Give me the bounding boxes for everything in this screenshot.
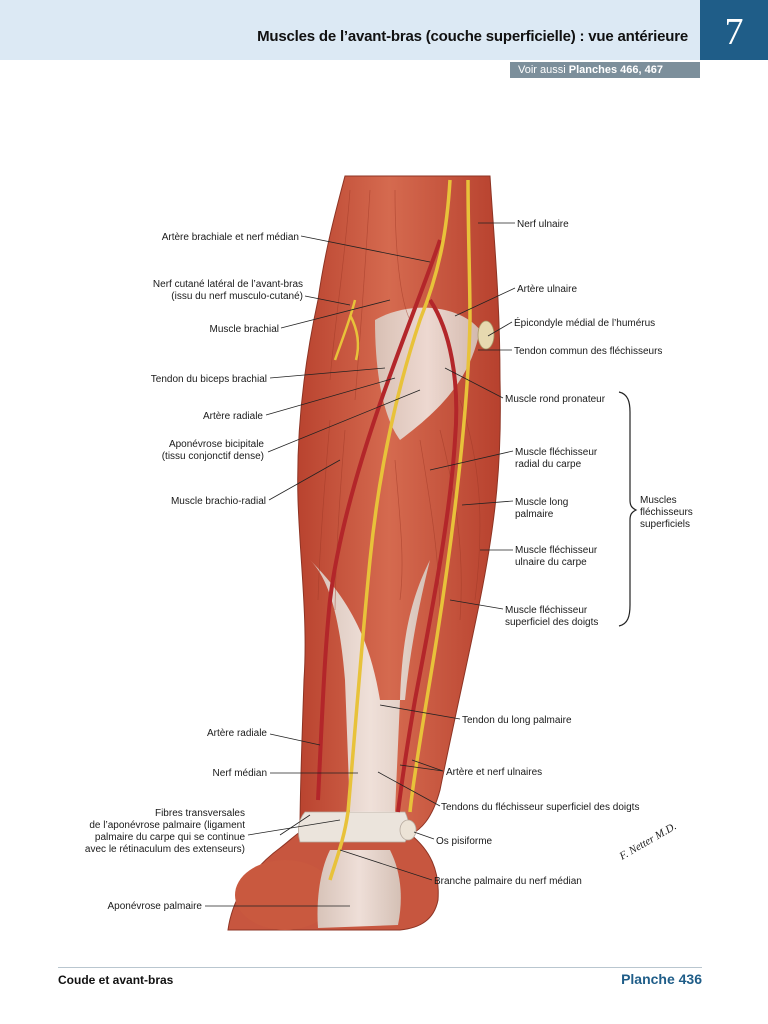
label-brachial-artery-nerve: Artère brachiale et nerf médian — [162, 232, 299, 243]
ulnar-nerve — [408, 179, 472, 813]
lateral-cutaneous-nerve — [333, 299, 360, 361]
label-palmaris-longus-2: palmaire — [515, 509, 554, 520]
header-bar — [0, 0, 700, 60]
label-transverse-fibers-4: avec le rétinaculum des extenseurs) — [85, 844, 245, 855]
chapter-number: 7 — [724, 11, 744, 53]
signature-text: F. Netter M.D. — [617, 820, 679, 863]
label-pronator-teres: Muscle rond pronateur — [505, 394, 606, 405]
median-nerve — [328, 179, 452, 881]
label-lateral-cutaneous-1: Nerf cutané latéral de l’avant-bras — [153, 279, 303, 290]
artist-signature: F. Netter M.D. — [617, 820, 679, 863]
see-also-plates: Planches 466, 467 — [568, 64, 663, 76]
flexor-tendons — [310, 560, 430, 812]
label-palmaris-longus-1: Muscle long — [515, 497, 568, 508]
label-fds-1: Muscle fléchisseur — [505, 605, 588, 616]
label-fds-2: superficiel des doigts — [505, 617, 598, 628]
muscle-striations — [317, 189, 481, 621]
ulnar-artery — [396, 298, 459, 813]
see-also-prefix: Voir aussi — [518, 64, 566, 76]
label-transverse-fibers-1: Fibres transversales — [155, 808, 245, 819]
label-biceps-tendon: Tendon du biceps brachial — [151, 374, 267, 385]
medial-epicondyle — [477, 320, 495, 350]
group-label-line2: fléchisseurs — [640, 507, 693, 518]
label-bicipital-aponeurosis-2: (tissu conjonctif dense) — [162, 451, 264, 462]
label-radial-artery-top: Artère radiale — [203, 411, 263, 422]
palmar-aponeurosis — [317, 850, 401, 928]
label-brachialis: Muscle brachial — [210, 324, 279, 335]
group-label-line3: superficiels — [640, 519, 690, 530]
footer-plate: Planche 436 — [621, 971, 702, 987]
pisiform-bone — [399, 819, 417, 841]
label-fds-tendons: Tendons du fléchisseur superficiel des d… — [441, 802, 639, 813]
label-palmaris-tendon: Tendon du long palmaire — [462, 715, 572, 726]
label-radial-artery-bottom: Artère radiale — [207, 728, 267, 739]
retinaculum-band — [298, 811, 410, 843]
label-lateral-cutaneous-2: (issu du nerf musculo-cutané) — [171, 291, 303, 302]
label-bicipital-aponeurosis-1: Aponévrose bicipitale — [169, 439, 264, 450]
label-transverse-fibers-2: de l’aponévrose palmaire (ligament — [89, 820, 245, 831]
radial-artery — [316, 239, 442, 801]
label-fcu-2: ulnaire du carpe — [515, 557, 587, 568]
label-common-flexor-tendon: Tendon commun des fléchisseurs — [514, 346, 662, 357]
label-ulnar-artery: Artère ulnaire — [517, 284, 577, 295]
label-fcu-1: Muscle fléchisseur — [515, 545, 598, 556]
see-also-banner: Voir aussi Planches 466, 467 — [510, 62, 700, 78]
label-transverse-fibers-3: palmaire du carpe qui se continue — [95, 832, 246, 843]
label-ulnar-nerve: Nerf ulnaire — [517, 219, 569, 230]
label-median-nerve: Nerf médian — [213, 768, 267, 779]
page-title: Muscles de l’avant-bras (couche superfic… — [257, 28, 688, 45]
label-ulnar-artery-nerve: Artère et nerf ulnaires — [446, 767, 542, 778]
label-brachioradialis: Muscle brachio-radial — [171, 496, 266, 507]
leader-lines — [205, 222, 516, 907]
label-palmar-aponeurosis: Aponévrose palmaire — [108, 901, 203, 912]
label-fcr-1: Muscle fléchisseur — [515, 447, 598, 458]
flexor-group-bracket — [618, 391, 638, 627]
label-pisiform: Os pisiforme — [436, 836, 493, 847]
label-medial-epicondyle: Épicondyle médial de l’humérus — [514, 316, 655, 329]
thenar-eminence — [235, 860, 335, 930]
group-label-line1: Muscles — [640, 495, 677, 506]
chapter-badge: 7 — [700, 0, 768, 60]
label-palmar-branch: Branche palmaire du nerf médian — [434, 876, 582, 887]
label-fcr-2: radial du carpe — [515, 459, 582, 470]
footer-divider — [58, 967, 702, 968]
footer-section: Coude et avant-bras — [58, 973, 174, 987]
